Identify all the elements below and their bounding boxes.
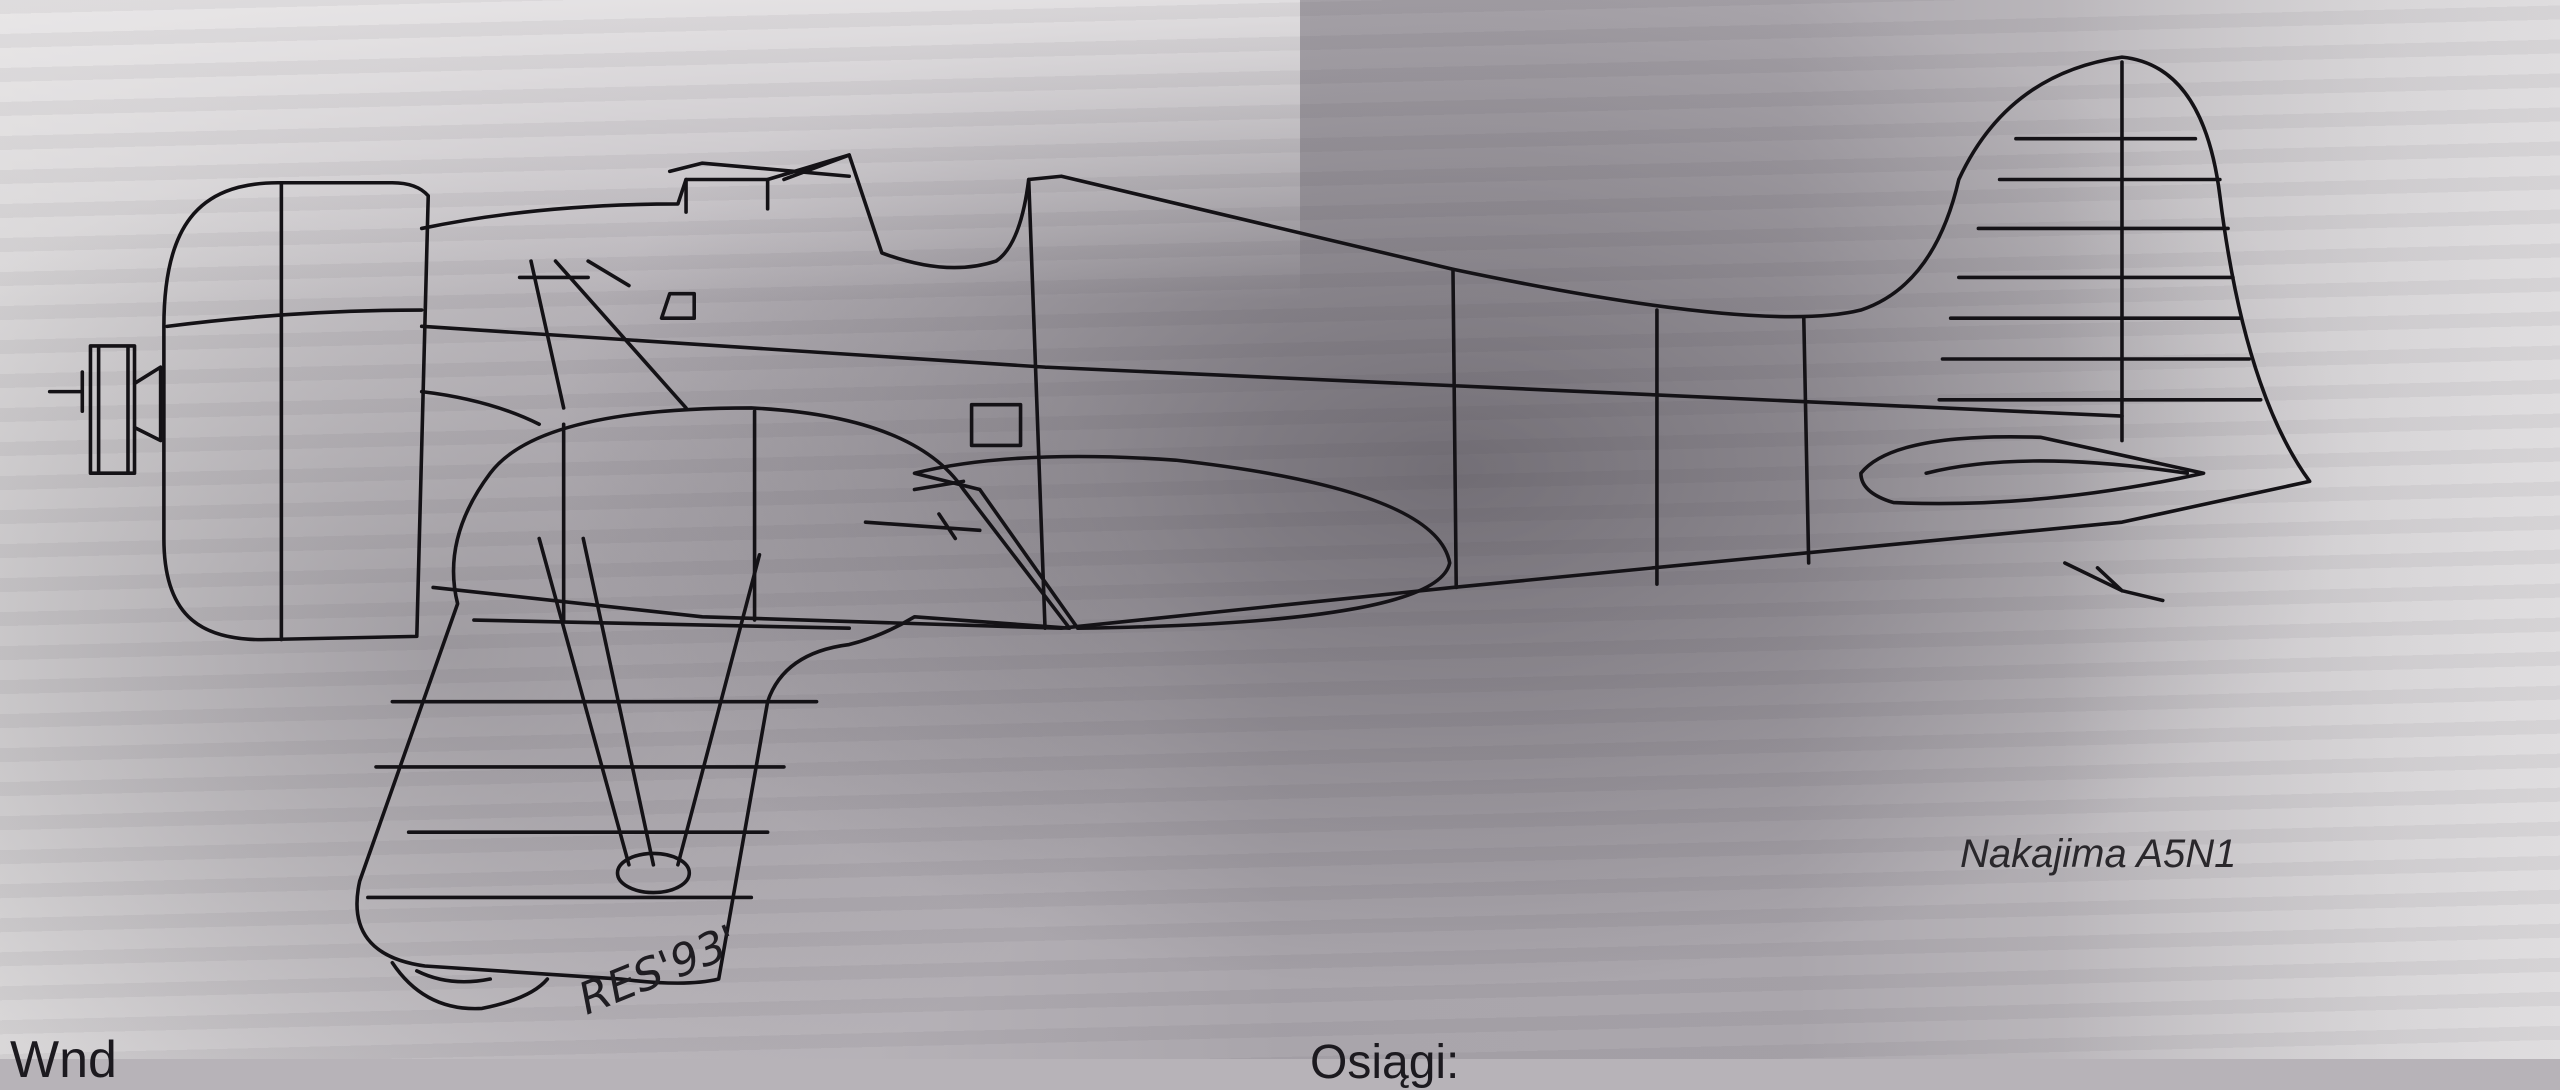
horizontal-stabilizer <box>1859 435 2206 506</box>
page-highlight-right <box>2060 0 2560 1059</box>
engine-cowling <box>162 180 431 642</box>
aircraft-drawing <box>47 55 2312 1011</box>
figure-caption: Nakajima A5N1 <box>1960 832 2237 876</box>
canopy <box>667 153 852 214</box>
page-highlight <box>0 0 1300 300</box>
fuselage <box>419 55 2312 631</box>
tail-skid <box>2063 561 2165 603</box>
access-panel <box>969 402 1023 448</box>
section-heading-right: Osiągi: <box>1310 1036 1460 1089</box>
wing-and-gear <box>355 406 1072 985</box>
propeller-hub <box>47 344 163 475</box>
wheel-well <box>615 851 692 895</box>
bleed-through-text <box>0 0 2560 1059</box>
gun-sight <box>659 291 696 320</box>
tail-fin-ribs <box>1937 60 2263 443</box>
gun-barrels <box>863 479 982 541</box>
panel-lines <box>419 177 2124 631</box>
wing-fairing <box>912 454 1452 631</box>
struts <box>517 259 762 867</box>
section-heading-left: Wnd <box>10 1031 117 1089</box>
wheel <box>390 960 550 1011</box>
